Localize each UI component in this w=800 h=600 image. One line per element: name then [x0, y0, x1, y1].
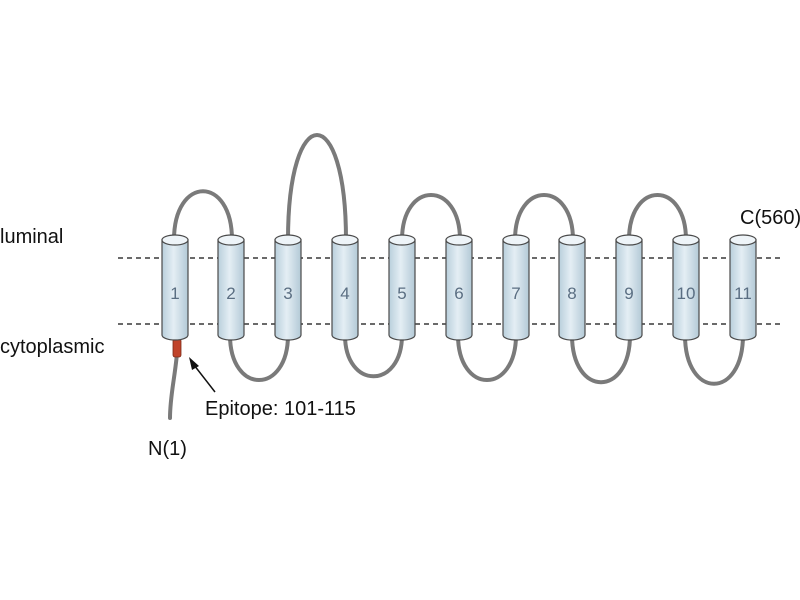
loop-10-11	[683, 333, 745, 386]
helix-cap	[445, 234, 473, 246]
loop-5-6	[400, 193, 462, 242]
helix-2: 2	[217, 234, 245, 341]
helix-body	[558, 239, 586, 341]
loop-6-7	[456, 333, 518, 382]
helix-11: 11	[729, 234, 757, 341]
epitope-marker	[172, 338, 182, 358]
helix-5: 5	[388, 234, 416, 341]
helix-body	[331, 239, 359, 341]
helix-body	[217, 239, 245, 341]
helices: 1 2 3 4 5 6 7 8 9 10 11	[161, 234, 757, 341]
helix-body	[502, 239, 530, 341]
helix-9: 9	[615, 234, 643, 341]
loop-8-9	[570, 333, 632, 385]
helix-3: 3	[274, 234, 302, 341]
helix-number: 10	[677, 284, 696, 303]
helix-number: 7	[511, 284, 520, 303]
helix-cap	[388, 234, 416, 246]
helix-cap	[217, 234, 245, 246]
helix-body	[161, 239, 189, 341]
helix-body	[729, 239, 757, 341]
helix-number: 5	[397, 284, 406, 303]
helix-number: 6	[454, 284, 463, 303]
helix-6: 6	[445, 234, 473, 341]
helix-number: 8	[567, 284, 576, 303]
helix-7: 7	[502, 234, 530, 341]
helix-number: 11	[734, 284, 752, 303]
epitope-arrow	[189, 357, 216, 393]
cytoplasmic-label: cytoplasmic	[0, 336, 104, 358]
n-terminus-label: N(1)	[148, 438, 187, 460]
helix-number: 2	[226, 284, 235, 303]
c-terminus-label: C(560)	[740, 207, 800, 229]
epitope-label: Epitope: 101-115	[205, 398, 356, 420]
helix-1: 1	[161, 234, 189, 341]
loop-2-3	[228, 333, 290, 382]
helix-8: 8	[558, 234, 586, 341]
helix-cap	[729, 234, 757, 246]
helix-cap	[558, 234, 586, 246]
helix-cap	[672, 234, 700, 246]
helix-number: 3	[283, 284, 292, 303]
helix-number: 9	[624, 284, 633, 303]
helix-cap	[615, 234, 643, 246]
helix-cap	[331, 234, 359, 246]
loop-7-8	[513, 193, 575, 242]
helix-number: 4	[340, 284, 349, 303]
helix-body	[445, 239, 473, 341]
helix-body	[672, 239, 700, 341]
helix-cap	[161, 234, 189, 246]
helix-cap	[274, 234, 302, 246]
loop-1-2	[172, 189, 234, 242]
helix-10: 10	[672, 234, 700, 341]
loop-4-5	[343, 333, 404, 379]
luminal-label: luminal	[0, 226, 63, 248]
helix-4: 4	[331, 234, 359, 341]
helix-body	[274, 239, 302, 341]
helix-body	[388, 239, 416, 341]
helix-body	[615, 239, 643, 341]
helix-number: 1	[170, 284, 179, 303]
loop-9-10	[627, 193, 688, 242]
loop-3-4	[286, 133, 348, 242]
helix-cap	[502, 234, 530, 246]
